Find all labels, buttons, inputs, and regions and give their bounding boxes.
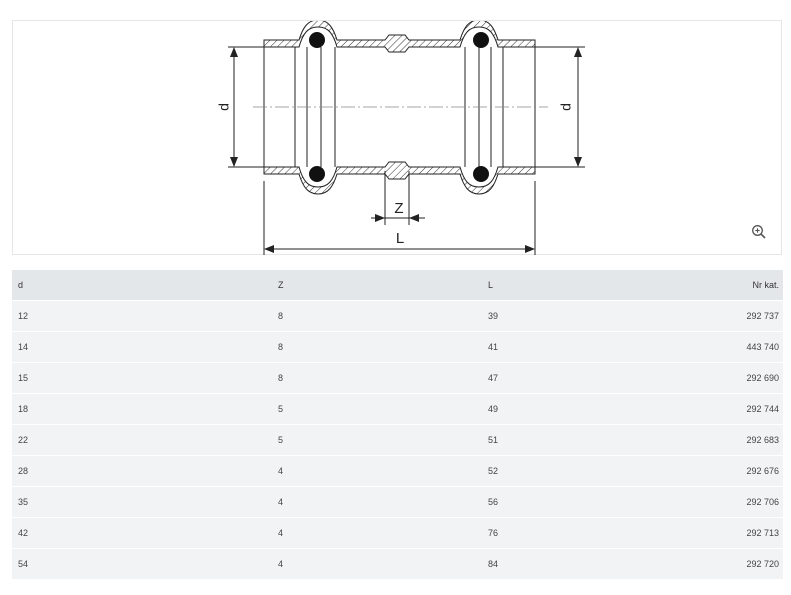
cell-catalog-number: 292 683 (732, 424, 783, 456)
bottom-wall (263, 161, 536, 195)
cell-z: 5 (272, 393, 482, 425)
cell-l: 76 (482, 517, 732, 549)
seal-bottom-right (473, 166, 489, 182)
cell-d: 12 (12, 300, 272, 332)
cell-d: 28 (12, 455, 272, 487)
cell-l: 52 (482, 455, 732, 487)
cell-z: 4 (272, 517, 482, 549)
zoom-in-icon (752, 225, 766, 239)
header-l: L (482, 270, 732, 301)
header-z: Z (272, 270, 482, 301)
cell-catalog-number: 292 744 (732, 393, 783, 425)
cell-z: 8 (272, 331, 482, 363)
cell-l: 84 (482, 548, 732, 580)
label-d-right: d (558, 103, 574, 111)
dimension-d-left (228, 46, 264, 168)
cell-catalog-number: 292 690 (732, 362, 783, 394)
label-z: Z (394, 200, 403, 217)
cell-catalog-number: 292 706 (732, 486, 783, 518)
cell-z: 4 (272, 455, 482, 487)
dimension-l (263, 181, 536, 255)
cell-d: 22 (12, 424, 272, 456)
header-catalog-number: Nr kat. (732, 270, 783, 301)
cell-z: 8 (272, 300, 482, 332)
seal-top-right (473, 32, 489, 48)
technical-drawing-panel: d d Z L (12, 20, 782, 255)
label-l: L (396, 230, 404, 247)
cell-l: 51 (482, 424, 732, 456)
seal-bottom-left (309, 166, 325, 182)
cell-z: 4 (272, 548, 482, 580)
cell-catalog-number: 292 737 (732, 300, 783, 332)
cell-l: 49 (482, 393, 732, 425)
cell-d: 18 (12, 393, 272, 425)
cell-catalog-number: 292 676 (732, 455, 783, 487)
label-d-left: d (216, 103, 232, 111)
dimension-d-right (535, 46, 585, 168)
cell-l: 47 (482, 362, 732, 394)
cell-d: 42 (12, 517, 272, 549)
cell-d: 15 (12, 362, 272, 394)
cell-z: 5 (272, 424, 482, 456)
cell-l: 39 (482, 300, 732, 332)
cell-d: 54 (12, 548, 272, 580)
cell-catalog-number: 443 740 (732, 331, 783, 363)
dimension-z (371, 171, 425, 225)
cell-z: 4 (272, 486, 482, 518)
cell-l: 41 (482, 331, 732, 363)
cell-catalog-number: 292 713 (732, 517, 783, 549)
zoom-in-button[interactable] (751, 224, 767, 240)
table-header-row: d Z L Nr kat. (12, 270, 783, 301)
coupling-diagram: d d Z L (216, 21, 585, 255)
top-wall (263, 21, 536, 53)
seal-top-left (309, 32, 325, 48)
cell-d: 35 (12, 486, 272, 518)
cell-d: 14 (12, 331, 272, 363)
cell-catalog-number: 292 720 (732, 548, 783, 580)
header-d: d (12, 270, 272, 301)
cell-z: 8 (272, 362, 482, 394)
cell-l: 56 (482, 486, 732, 518)
